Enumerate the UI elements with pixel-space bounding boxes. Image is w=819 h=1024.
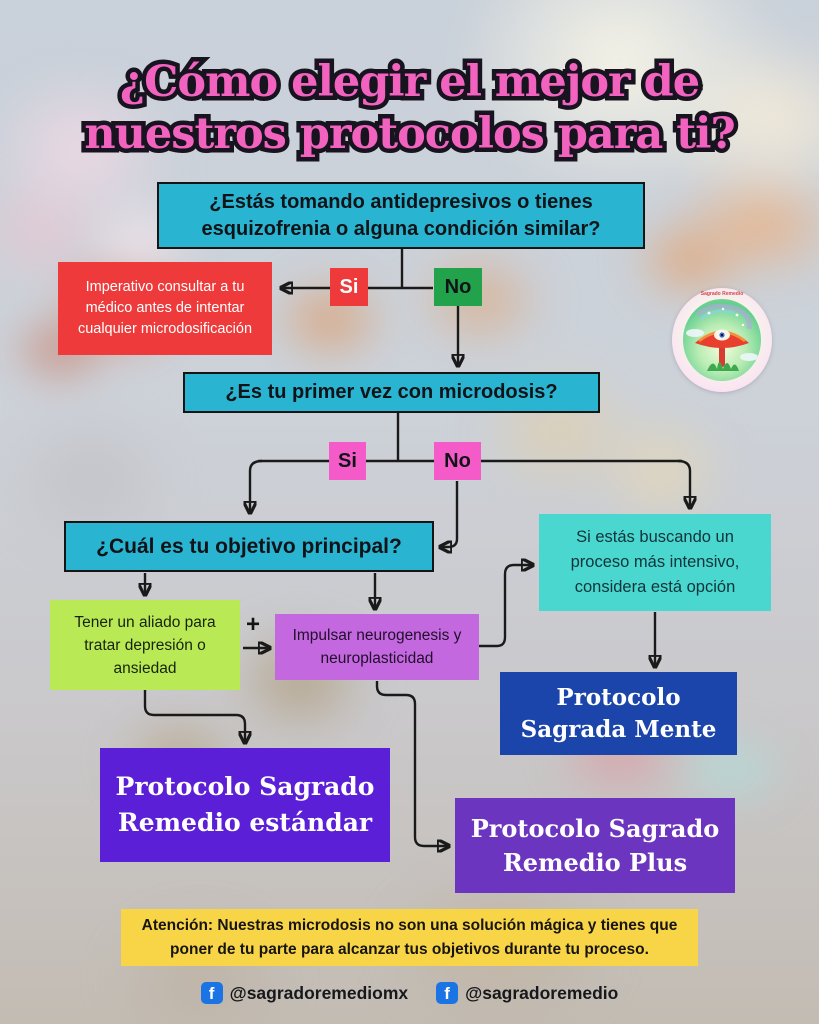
question-main-goal: ¿Cuál es tu objetivo principal? <box>64 521 434 572</box>
q2-no-label: No <box>434 442 481 480</box>
page-title-line1: ¿Cómo elegir el mejor de <box>119 57 700 107</box>
goal-ally-depression: Tener un aliado para tratar depresión o … <box>50 600 240 690</box>
facebook-handle-mx: f @sagradoremediomx <box>200 982 409 1004</box>
question-first-time: ¿Es tu primer vez con microdosis? <box>183 372 600 413</box>
mushroom-eye-icon <box>686 303 758 371</box>
attention-disclaimer: Atención: Nuestras microdosis no son una… <box>121 909 698 966</box>
facebook-handle: f @sagradoremedio <box>436 982 618 1004</box>
footer-social: f @sagradoremediomx f @sagradoremedio <box>0 982 819 1004</box>
facebook-handle-label: @sagradoremedio <box>465 982 619 1003</box>
page-title: ¿Cómo elegir el mejor de nuestros protoc… <box>0 53 819 164</box>
q2-yes-label: Si <box>329 442 366 480</box>
plus-sign: + <box>245 611 260 638</box>
protocol-sagrada-mente: Protocolo Sagrada Mente <box>500 672 737 755</box>
protocol-sagrado-remedio-estandar: Protocolo Sagrado Remedio estándar <box>100 748 390 862</box>
protocol-sagrado-remedio-plus: Protocolo Sagrado Remedio Plus <box>455 798 735 893</box>
facebook-handle-mx-label: @sagradoremediomx <box>229 982 409 1003</box>
goal-neurogenesis: Impulsar neurogenesis y neuroplasticidad <box>275 614 479 680</box>
q1-yes-label: Si <box>330 268 368 306</box>
q1-no-label: No <box>434 268 482 306</box>
page-title-line2: nuestros protocolos para ti? <box>84 109 735 159</box>
facebook-icon: f <box>436 982 459 1004</box>
logo-badge <box>683 299 761 381</box>
intensive-process-note: Si estás buscando un proceso más intensi… <box>539 514 771 611</box>
facebook-icon: f <box>200 982 223 1004</box>
logo-text: Sagrado Remedio <box>700 291 744 297</box>
consult-doctor-warning: Imperativo consultar a tu médico antes d… <box>58 262 272 355</box>
sagrado-remedio-logo: Sagrado Remedio <box>672 288 772 392</box>
question-antidepressants: ¿Estás tomando antidepresivos o tienes e… <box>157 182 645 249</box>
